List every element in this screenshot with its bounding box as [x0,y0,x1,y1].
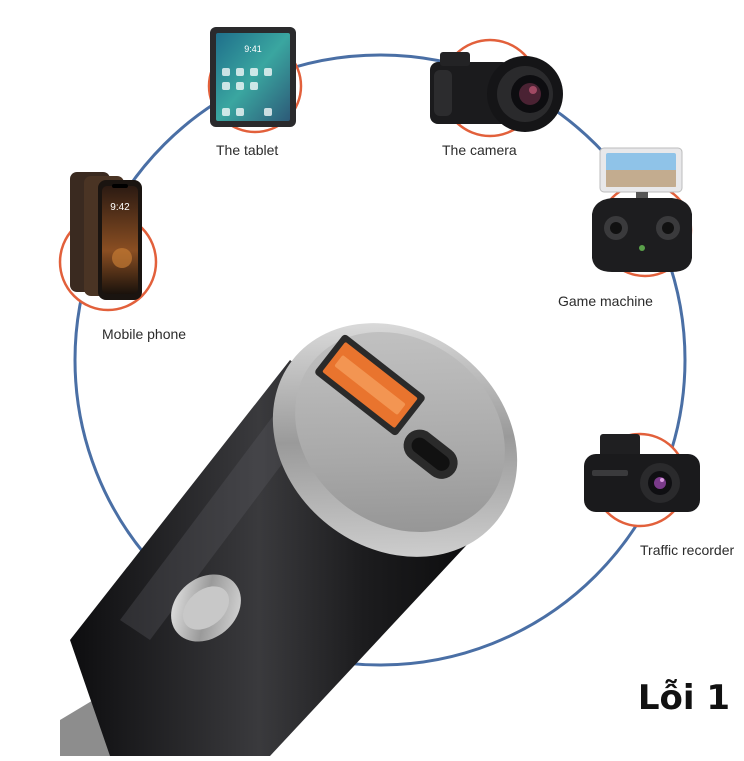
game-device [592,147,693,278]
camera-icon [430,52,563,132]
gamepad-icon [592,147,692,272]
recorder-device [584,432,700,528]
usb-c-port [403,429,458,479]
tablet-device: 9:41 [207,27,303,134]
connection-ring [73,53,687,667]
mobile-device: 9:42 [58,172,158,312]
phone-icon: 9:42 [70,172,142,300]
tablet-label: The tablet [216,142,279,158]
recorder-label: Traffic recorder [640,542,735,558]
overlay-caption: Lỗi 1 [637,678,730,718]
car-charger [60,323,518,756]
usb-a-port [315,334,425,436]
camera-device [430,38,563,138]
tablet-screen-time: 9:41 [244,44,262,54]
charger-button [171,574,241,642]
mobile-label: Mobile phone [102,326,187,342]
phone-screen-time: 9:42 [110,202,130,213]
game-label: Game machine [558,293,653,309]
dashcam-icon [584,434,700,512]
camera-label: The camera [442,142,517,158]
